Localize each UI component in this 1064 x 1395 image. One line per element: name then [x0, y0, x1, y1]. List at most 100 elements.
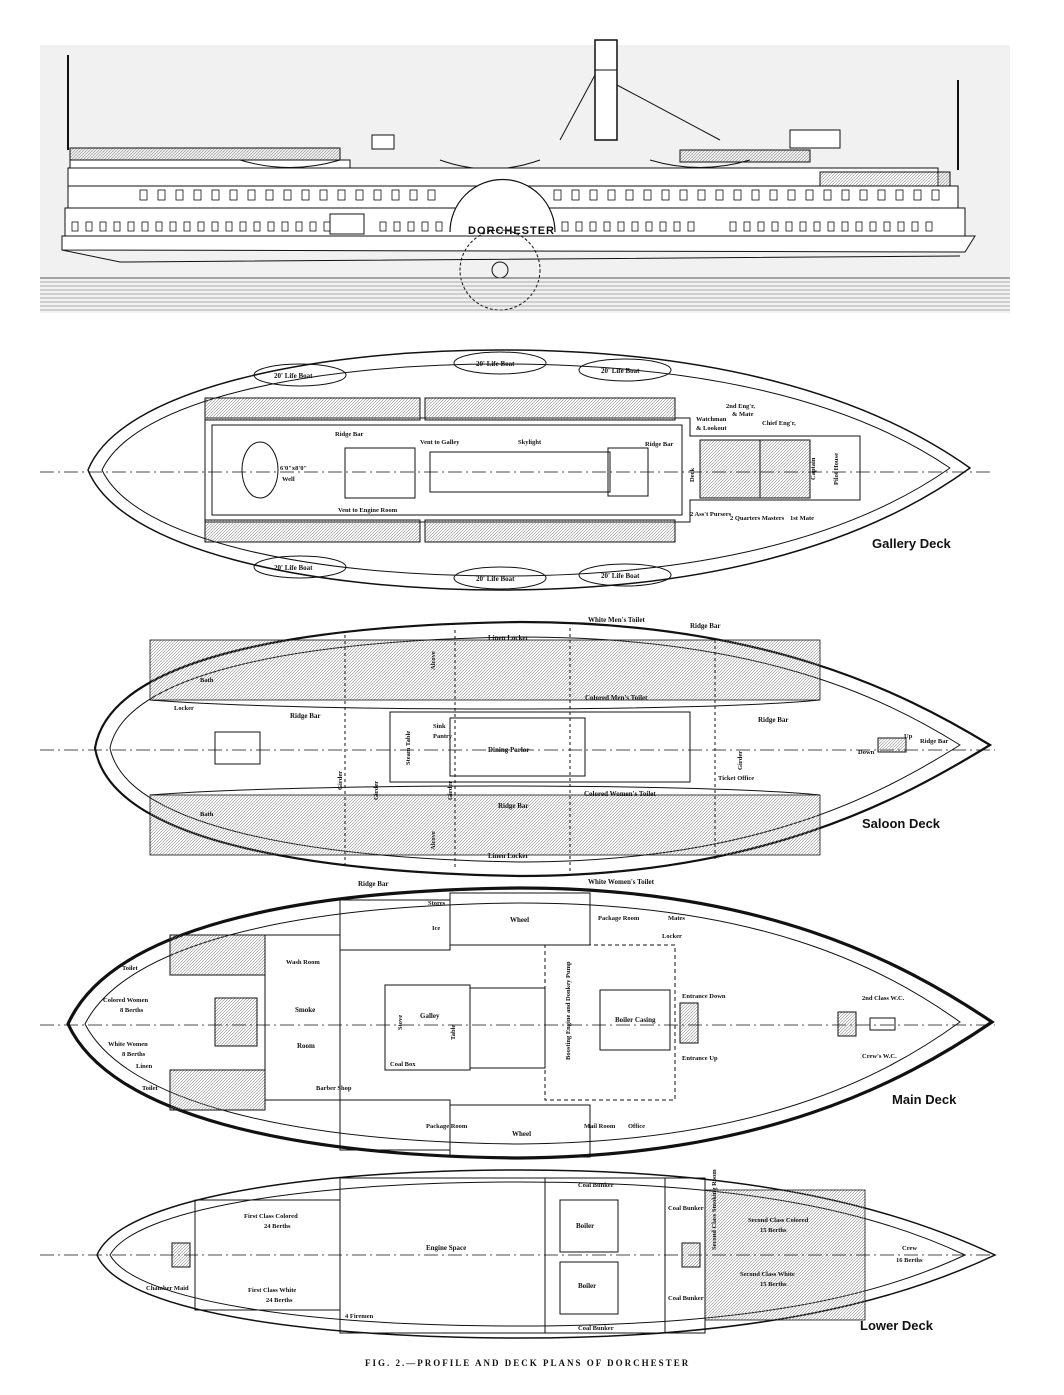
profile-window: [247, 189, 256, 201]
profile-porthole: [631, 221, 639, 232]
figure-caption: FIG. 2.—PROFILE AND DECK PLANS OF DORCHE…: [365, 1358, 690, 1368]
gallery-deck-plan: [40, 349, 990, 591]
profile-window: [337, 189, 346, 201]
lower-label-boiler-1: Boiler: [576, 1222, 594, 1230]
gallery-label-first-mate: 1st Mate: [790, 515, 814, 522]
profile-porthole: [827, 221, 835, 232]
saloon-label-ridge-bar-bottom: Ridge Bar: [358, 880, 389, 888]
saloon-label-ticket-office: Ticket Office: [718, 775, 754, 782]
profile-porthole: [673, 221, 681, 232]
saloon-label-colored-womens-toilet: Colored Women's Toilet: [584, 790, 656, 798]
main-label-barber-shop: Barber Shop: [316, 1085, 352, 1092]
lower-label-second-white-berths: 15 Berths: [760, 1281, 787, 1288]
saloon-label-ridge-bar-top: Ridge Bar: [690, 622, 721, 630]
main-label-entrance-up: Entrance Up: [682, 1055, 718, 1062]
main-label-colored-berths: 8 Berths: [120, 1007, 144, 1014]
main-label-linen: Linen: [136, 1063, 153, 1070]
gallery-label-well-dim: 6'0"x8'0": [280, 465, 307, 472]
profile-porthole: [687, 221, 695, 232]
profile-elevation: DORCHESTER: [40, 39, 1010, 313]
main-label-wash-room: Wash Room: [286, 959, 320, 966]
profile-porthole: [785, 221, 793, 232]
saloon-label-girder-4: Girder: [737, 751, 744, 770]
saloon-label-ridge-bar-low: Ridge Bar: [498, 802, 529, 810]
profile-window: [193, 189, 202, 201]
lower-label-firemen: 4 Firemen: [345, 1313, 374, 1320]
gallery-label-skylight: Skylight: [518, 439, 542, 446]
saloon-label-linen-locker-top: Linen Locker: [488, 634, 529, 642]
profile-window: [283, 189, 292, 201]
gallery-label-lifeboat-bot-1: 20' Life Boat: [274, 564, 313, 572]
gallery-deck-name: Gallery Deck: [872, 536, 952, 551]
profile-window: [931, 189, 940, 201]
profile-porthole: [575, 221, 583, 232]
profile-window: [319, 189, 328, 201]
profile-window: [895, 189, 904, 201]
profile-porthole: [435, 221, 443, 232]
lower-label-second-smoking: Second Class Smoking Room: [711, 1169, 718, 1250]
gallery-label-vent-galley: Vent to Galley: [420, 439, 460, 446]
main-label-white-women: White Women: [108, 1041, 148, 1048]
profile-porthole: [295, 221, 303, 232]
profile-porthole: [743, 221, 751, 232]
profile-porthole: [897, 221, 905, 232]
profile-porthole: [561, 221, 569, 232]
lower-label-coal-bunker-top: Coal Bunker: [578, 1182, 614, 1189]
profile-porthole: [309, 221, 317, 232]
main-deck-plan: [40, 886, 995, 1160]
profile-window: [733, 189, 742, 201]
saloon-label-bath-bot: Bath: [200, 811, 214, 818]
main-label-galley: Galley: [420, 1012, 440, 1020]
profile-window: [805, 189, 814, 201]
profile-window: [643, 189, 652, 201]
gallery-label-deck: Deck: [689, 468, 696, 482]
profile-porthole: [141, 221, 149, 232]
profile-porthole: [645, 221, 653, 232]
gallery-label-lifeboat-bot-3: 20' Life Boat: [601, 572, 640, 580]
lower-label-coal-bunker-bot: Coal Bunker: [578, 1325, 614, 1332]
profile-window: [769, 189, 778, 201]
profile-porthole: [183, 221, 191, 232]
lower-label-coal-bunker-side-bot: Coal Bunker: [668, 1295, 704, 1302]
profile-window: [301, 189, 310, 201]
profile-window: [211, 189, 220, 201]
main-label-wheel-bot: Wheel: [512, 1130, 531, 1138]
lower-label-second-white: Second Class White: [740, 1271, 795, 1278]
lower-deck-name: Lower Deck: [860, 1318, 934, 1333]
profile-porthole: [617, 221, 625, 232]
profile-porthole: [659, 221, 667, 232]
saloon-label-white-mens-toilet: White Men's Toilet: [588, 616, 645, 624]
saloon-label-sink: Sink: [433, 723, 446, 730]
gallery-label-lifeboat-top-2: 20' Life Boat: [476, 360, 515, 368]
profile-porthole: [113, 221, 121, 232]
profile-porthole: [911, 221, 919, 232]
profile-porthole: [239, 221, 247, 232]
main-label-smoke: Smoke: [295, 1006, 315, 1014]
profile-porthole: [99, 221, 107, 232]
profile-porthole: [925, 221, 933, 232]
profile-porthole: [841, 221, 849, 232]
saloon-label-girder-1: Girder: [337, 771, 344, 790]
main-label-white-berths: 8 Berths: [122, 1051, 146, 1058]
profile-window: [409, 189, 418, 201]
lower-deck-plan: [40, 1169, 1000, 1339]
profile-window: [625, 189, 634, 201]
saloon-label-white-womens-toilet: White Women's Toilet: [588, 878, 655, 886]
main-label-wheel-top: Wheel: [510, 916, 529, 924]
profile-window: [427, 189, 436, 201]
profile-window: [841, 189, 850, 201]
saloon-label-ridge-bar-bow: Ridge Bar: [920, 738, 948, 745]
main-label-entrance-down: Entrance Down: [682, 993, 726, 1000]
main-label-boiler-casing: Boiler Casing: [615, 1016, 656, 1024]
profile-porthole: [127, 221, 135, 232]
main-label-room: Room: [297, 1042, 315, 1050]
lower-label-first-colored-berths: 24 Berths: [264, 1223, 291, 1230]
main-label-toilet-bot: Toilet: [142, 1085, 158, 1092]
saloon-label-locker: Locker: [174, 705, 194, 712]
saloon-label-alcove-bot: Alcove: [430, 831, 437, 850]
profile-window: [571, 189, 580, 201]
gallery-label-eng2: 2nd Eng'r,: [726, 403, 755, 410]
lower-label-coal-bunker-side-top: Coal Bunker: [668, 1205, 704, 1212]
profile-window: [391, 189, 400, 201]
profile-porthole: [813, 221, 821, 232]
